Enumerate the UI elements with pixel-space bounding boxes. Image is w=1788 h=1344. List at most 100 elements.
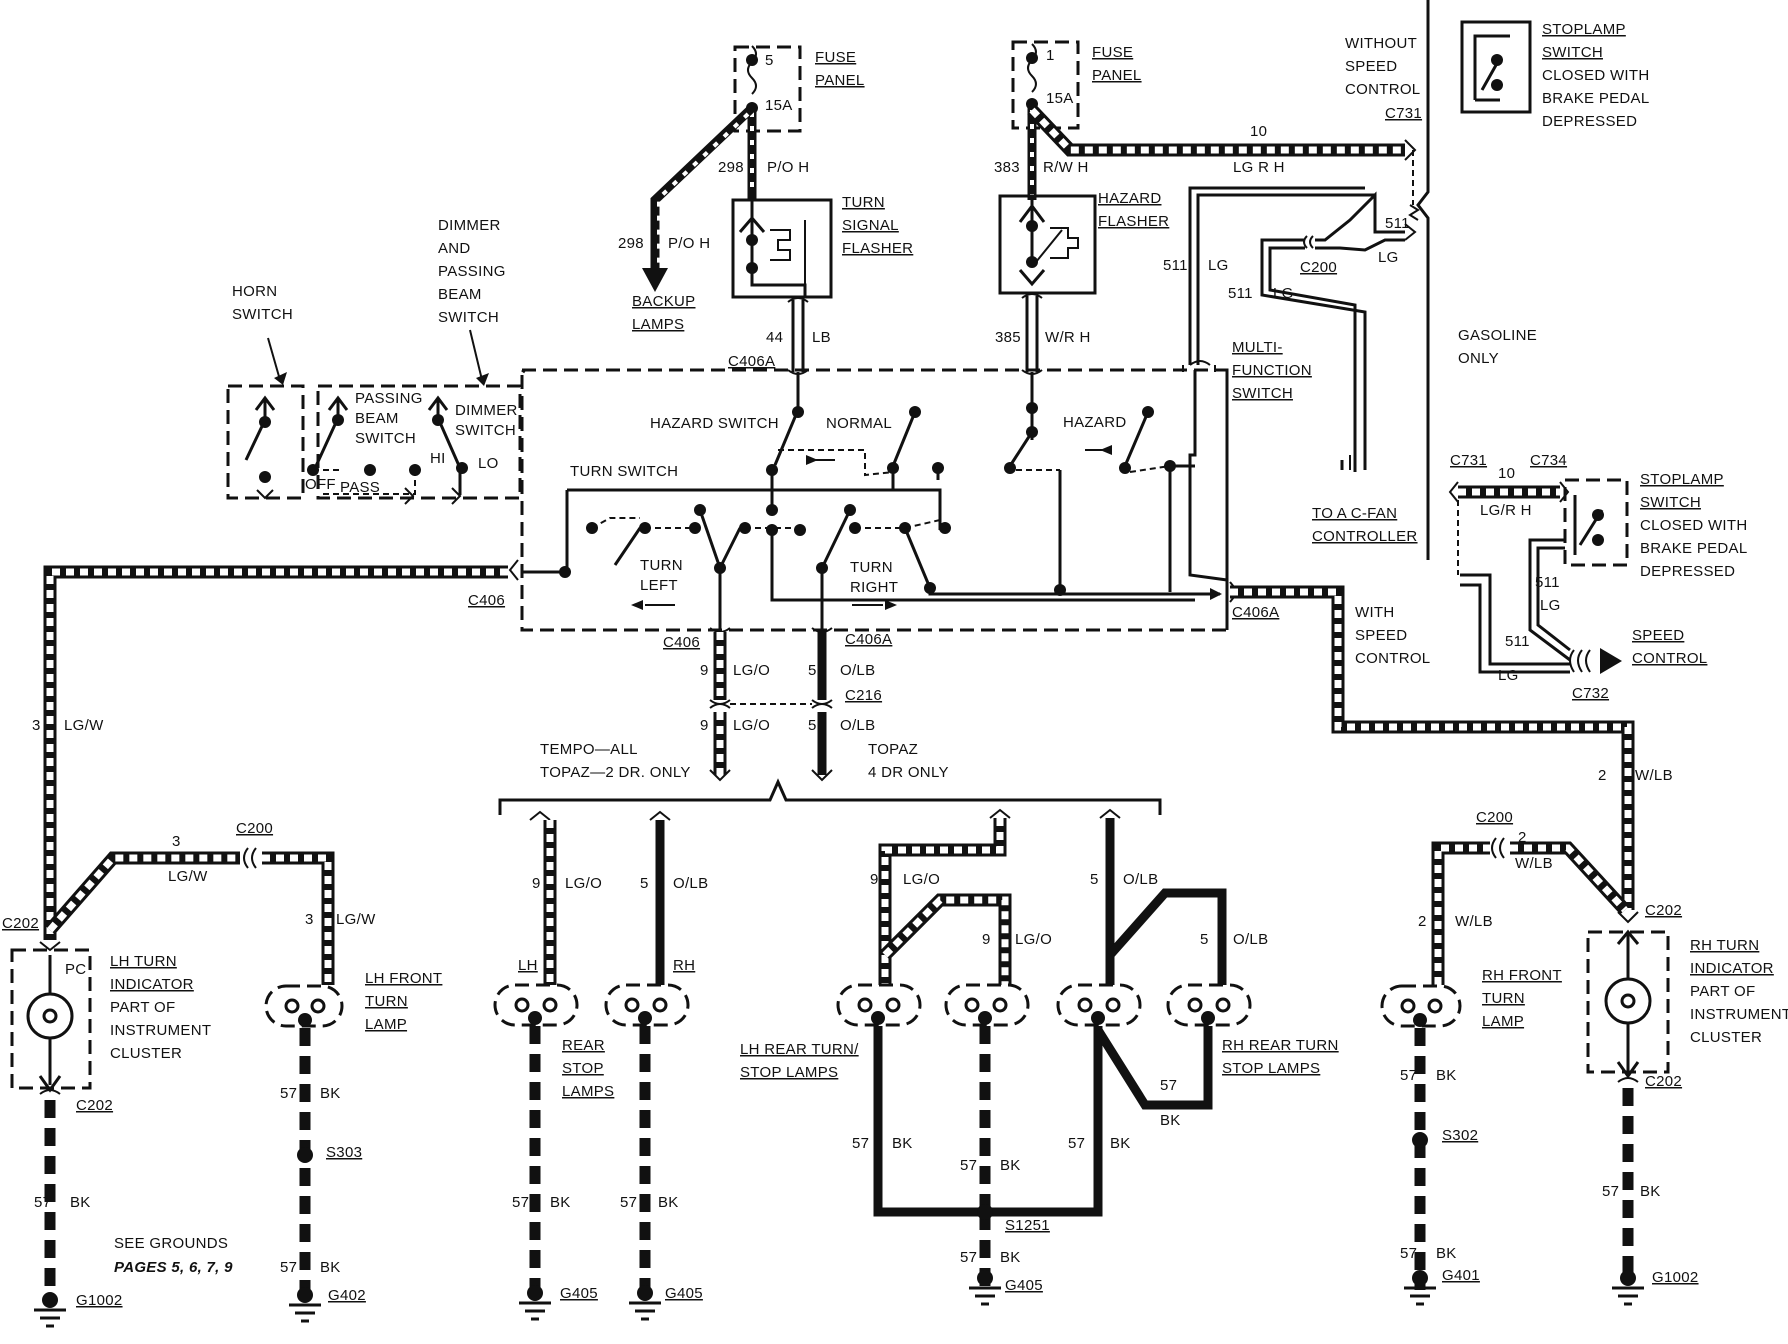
svg-text:C732: C732 [1572, 685, 1609, 702]
svg-text:TEMPO—ALL: TEMPO—ALL [540, 741, 638, 758]
svg-text:P/O H: P/O H [767, 159, 809, 176]
svg-text:PC: PC [65, 961, 86, 978]
svg-text:TOPAZ: TOPAZ [868, 741, 918, 758]
lh-front-turn-lamp: LH FRONT TURN LAMP [264, 970, 442, 1033]
svg-text:S303: S303 [326, 1144, 362, 1161]
svg-text:G405: G405 [665, 1285, 703, 1302]
svg-text:1: 1 [1046, 47, 1055, 64]
stoplamp-switch-right: C731 10 C734 LG/R H STOPLAMP SWITCH CLOS… [1448, 452, 1748, 580]
svg-text:BK: BK [892, 1135, 913, 1152]
svg-text:LG: LG [1208, 257, 1229, 274]
svg-text:RH TURN: RH TURN [1690, 937, 1759, 954]
dimmer-passing-beam-switch: DIMMER AND PASSING BEAM SWITCH PASSING B… [305, 217, 522, 505]
svg-text:O/LB: O/LB [1233, 931, 1268, 948]
svg-text:FUNCTION: FUNCTION [1232, 362, 1312, 379]
svg-text:TO A C-FAN: TO A C-FAN [1312, 505, 1397, 522]
svg-text:INSTRUMENT: INSTRUMENT [110, 1022, 211, 1039]
svg-text:BK: BK [1436, 1245, 1457, 1262]
svg-text:DEPRESSED: DEPRESSED [1542, 113, 1637, 130]
svg-text:57: 57 [34, 1194, 51, 1211]
svg-text:SWITCH: SWITCH [1542, 44, 1603, 61]
svg-text:O/LB: O/LB [840, 662, 875, 679]
svg-text:FLASHER: FLASHER [842, 240, 913, 257]
svg-text:LH: LH [518, 957, 538, 974]
svg-text:3: 3 [32, 717, 41, 734]
svg-text:TOPAZ—2 DR. ONLY: TOPAZ—2 DR. ONLY [540, 764, 691, 781]
svg-text:15A: 15A [765, 97, 793, 114]
svg-text:SWITCH: SWITCH [1640, 494, 1701, 511]
svg-text:2: 2 [1518, 829, 1527, 846]
svg-text:INSTRUMENT: INSTRUMENT [1690, 1006, 1788, 1023]
svg-text:RH: RH [673, 957, 695, 974]
svg-text:C406A: C406A [728, 353, 775, 370]
svg-text:LG/O: LG/O [903, 871, 940, 888]
svg-text:BK: BK [70, 1194, 91, 1211]
svg-text:CLUSTER: CLUSTER [1690, 1029, 1762, 1046]
svg-text:DIMMER: DIMMER [455, 402, 518, 419]
svg-text:LG: LG [1378, 249, 1399, 266]
svg-text:NORMAL: NORMAL [826, 415, 892, 432]
svg-text:BK: BK [1160, 1112, 1181, 1129]
svg-text:BK: BK [1640, 1183, 1661, 1200]
svg-text:REAR: REAR [562, 1037, 605, 1054]
svg-text:SWITCH: SWITCH [1232, 385, 1293, 402]
svg-text:OFF: OFF [305, 476, 336, 493]
svg-text:LG/R H: LG/R H [1480, 502, 1532, 519]
horn-switch: HORN SWITCH [226, 283, 305, 500]
svg-text:57: 57 [1160, 1077, 1177, 1094]
svg-text:C202: C202 [1645, 1073, 1682, 1090]
svg-text:WITH: WITH [1355, 604, 1395, 621]
svg-text:5: 5 [765, 52, 774, 69]
svg-text:5: 5 [808, 717, 817, 734]
svg-text:HAZARD: HAZARD [1098, 190, 1161, 207]
wires-9-5-center: C406 C406A 9 LG/O 5 O/LB C216 9 LG/O 5 O… [498, 627, 1162, 815]
svg-text:BK: BK [1000, 1157, 1021, 1174]
svg-text:HAZARD SWITCH: HAZARD SWITCH [650, 415, 779, 432]
svg-text:BK: BK [550, 1194, 571, 1211]
svg-text:LG/O: LG/O [1015, 931, 1052, 948]
svg-text:57: 57 [852, 1135, 869, 1152]
svg-text:LG R H: LG R H [1233, 159, 1285, 176]
svg-text:DIMMER: DIMMER [438, 217, 501, 234]
svg-text:LG/O: LG/O [733, 717, 770, 734]
svg-text:STOP: STOP [562, 1060, 604, 1077]
svg-text:C406: C406 [468, 592, 505, 609]
svg-text:G402: G402 [328, 1287, 366, 1304]
svg-text:57: 57 [280, 1259, 297, 1276]
svg-text:LG: LG [1540, 597, 1561, 614]
svg-text:TURN: TURN [365, 993, 408, 1010]
svg-text:PANEL: PANEL [1092, 67, 1142, 84]
svg-text:9: 9 [700, 662, 709, 679]
svg-text:O/LB: O/LB [840, 717, 875, 734]
svg-text:57: 57 [1400, 1067, 1417, 1084]
svg-text:STOP LAMPS: STOP LAMPS [740, 1064, 838, 1081]
svg-text:LG/O: LG/O [733, 662, 770, 679]
svg-text:511: 511 [1505, 633, 1530, 650]
svg-text:SPEED: SPEED [1345, 58, 1397, 75]
svg-text:2: 2 [1598, 767, 1607, 784]
svg-text:W/LB: W/LB [1635, 767, 1673, 784]
svg-text:2: 2 [1418, 913, 1427, 930]
svg-text:57: 57 [1068, 1135, 1085, 1152]
svg-text:R/W H: R/W H [1043, 159, 1089, 176]
wire-385: 385 W/R H [995, 293, 1090, 375]
svg-text:STOP LAMPS: STOP LAMPS [1222, 1060, 1320, 1077]
svg-text:4 DR ONLY: 4 DR ONLY [868, 764, 949, 781]
svg-text:CONTROLLER: CONTROLLER [1312, 528, 1418, 545]
svg-text:CLUSTER: CLUSTER [110, 1045, 182, 1062]
svg-text:BRAKE PEDAL: BRAKE PEDAL [1640, 540, 1748, 557]
svg-text:STOPLAMP: STOPLAMP [1640, 471, 1724, 488]
svg-text:BEAM: BEAM [355, 410, 399, 427]
svg-text:ONLY: ONLY [1458, 350, 1499, 367]
svg-text:PAGES 5, 6, 7, 9: PAGES 5, 6, 7, 9 [114, 1259, 233, 1276]
svg-text:FUSE: FUSE [815, 49, 856, 66]
wire-383: 383 R/W H [994, 104, 1089, 200]
turn-switch: TURN SWITCH TURN LEFT TURN RIGHT [522, 463, 1222, 630]
rear-stop-lamps: 9 LG/O 5 O/LB LH RH REAR STOP LAMPS 57 B… [493, 810, 708, 1321]
svg-text:INDICATOR: INDICATOR [1690, 960, 1774, 977]
svg-text:LH TURN: LH TURN [110, 953, 177, 970]
svg-text:C200: C200 [1300, 259, 1337, 276]
svg-text:SPEED: SPEED [1632, 627, 1684, 644]
gasoline-only: GASOLINE ONLY [1458, 327, 1537, 367]
